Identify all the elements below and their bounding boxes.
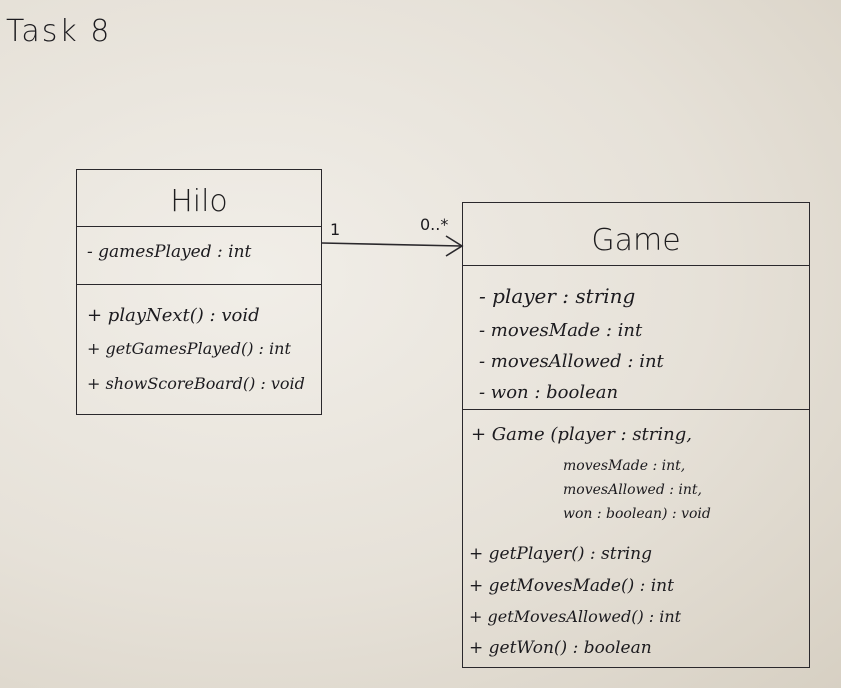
game-method: + getMovesAllowed() : int <box>469 607 682 626</box>
game-attribute: - won : boolean <box>479 382 619 403</box>
hilo-method: + playNext() : void <box>87 305 260 326</box>
class-hilo-methods-section: + playNext() : void + getGamesPlayed() :… <box>77 284 321 414</box>
class-game-attributes-section: - player : string - movesMade : int - mo… <box>463 265 809 410</box>
arrowhead-icon <box>445 235 464 257</box>
class-hilo-attributes-section: - gamesPlayed : int <box>77 226 321 285</box>
game-attribute: - movesAllowed : int <box>479 351 664 372</box>
game-method: + getMovesMade() : int <box>469 576 674 596</box>
class-game-methods-section: + Game (player : string, movesMade : int… <box>463 409 809 667</box>
hilo-attribute: - gamesPlayed : int <box>87 242 252 262</box>
game-method: + getWon() : boolean <box>469 638 652 658</box>
hilo-method: + showScoreBoard() : void <box>87 374 305 393</box>
class-hilo: Hilo - gamesPlayed : int + playNext() : … <box>76 169 322 415</box>
association-line <box>321 242 462 247</box>
game-method: + getPlayer() : string <box>469 544 652 564</box>
class-hilo-name: Hilo <box>170 184 228 219</box>
class-game-name: Game <box>591 223 681 258</box>
game-attribute: - player : string <box>479 284 636 308</box>
game-attribute: - movesMade : int <box>479 320 643 341</box>
game-constructor-line: won : boolean) : void <box>563 506 711 522</box>
game-constructor-line: movesAllowed : int, <box>563 482 702 498</box>
source-multiplicity: 1 <box>330 220 341 239</box>
target-multiplicity: 0..* <box>420 215 449 234</box>
game-constructor-line: + Game (player : string, <box>471 424 692 445</box>
diagram-title: Task 8 <box>6 14 112 49</box>
hilo-method: + getGamesPlayed() : int <box>87 339 291 358</box>
game-constructor-line: movesMade : int, <box>563 458 686 474</box>
class-game: Game - player : string - movesMade : int… <box>462 202 810 668</box>
